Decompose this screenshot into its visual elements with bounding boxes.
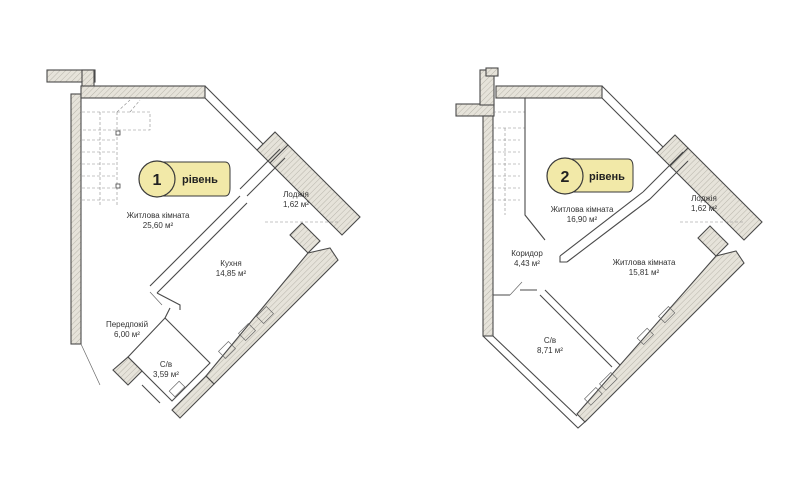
- room-area: 25,60 м²: [143, 221, 174, 230]
- room-area: 4,43 м²: [514, 259, 540, 268]
- outer-wall-top: [80, 85, 206, 99]
- level-1-badge: 1 рівень: [138, 160, 231, 198]
- level-1-number: 1: [153, 172, 162, 189]
- room-name: Коридор: [511, 249, 543, 258]
- level-2-plan: 2 рівень Житлова кімната 16,90 м² Лоджія…: [455, 67, 763, 429]
- room-area: 14,85 м²: [216, 269, 247, 278]
- level-2-word: рівень: [589, 171, 625, 183]
- room-name: Кухня: [220, 259, 241, 268]
- room-name: С/в: [544, 336, 556, 345]
- bedroom-wall: [566, 198, 651, 263]
- outer-wall-left: [482, 115, 494, 337]
- parapet-left: [455, 103, 495, 117]
- level-1-plan: 1 рівень Житлова кімната 25,60 м² Лоджія…: [46, 69, 361, 419]
- outer-wall-diagonal: [204, 85, 266, 147]
- room-area: 1,62 м²: [691, 204, 717, 213]
- outer-wall-bottom-left: [482, 335, 588, 429]
- outer-wall-right: [576, 250, 745, 423]
- loggia-1: [239, 131, 361, 254]
- room-area: 3,59 м²: [153, 370, 179, 379]
- room-name: Передпокій: [106, 320, 148, 329]
- room-name: Житлова кімната: [613, 258, 676, 267]
- corridor-wall: [493, 289, 537, 296]
- level-1-word: рівень: [182, 174, 218, 186]
- room-area: 16,90 м²: [567, 215, 598, 224]
- room-area: 15,81 м²: [629, 268, 660, 277]
- staircase: [82, 99, 151, 205]
- room-area: 8,71 м²: [537, 346, 563, 355]
- bathroom-wall: [544, 289, 621, 366]
- room-name: С/в: [160, 360, 172, 369]
- level-2-badge: 2 рівень: [546, 157, 634, 195]
- room-name: Житлова кімната: [127, 211, 190, 220]
- loggia-2: [642, 134, 763, 257]
- outer-wall-diagonal: [601, 85, 666, 150]
- room-area: 1,62 м²: [283, 200, 309, 209]
- bathroom-fixtures: [584, 306, 676, 406]
- kitchen-counter: [218, 306, 274, 359]
- bathroom-walls: [127, 317, 211, 402]
- outer-wall-bottom: [171, 375, 215, 419]
- outer-wall-top: [495, 85, 603, 99]
- room-name: Житлова кімната: [551, 205, 614, 214]
- room-name: Лоджія: [283, 190, 309, 199]
- inner-wall-top: [81, 97, 258, 151]
- outer-wall-left: [70, 93, 82, 345]
- level-2-number: 2: [561, 169, 570, 186]
- inner-wall-top: [496, 97, 658, 154]
- bathtub: [168, 380, 186, 398]
- room-area: 6,00 м²: [114, 330, 140, 339]
- kitchen-wall: [149, 195, 241, 287]
- entrance-door: [80, 343, 101, 386]
- staircase: [493, 98, 546, 241]
- room-name: Лоджія: [691, 194, 717, 203]
